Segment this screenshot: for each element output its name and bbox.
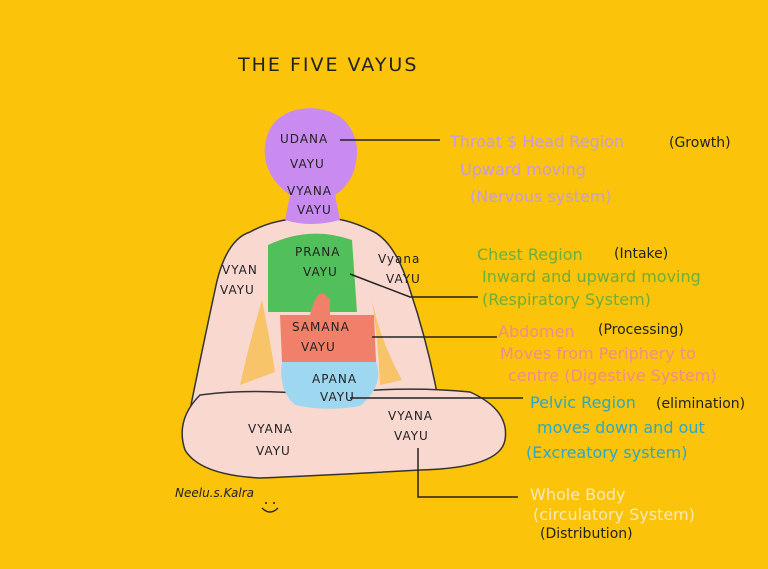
left-arm-gap — [240, 300, 275, 385]
artist-signature: Neelu.s.Kalra — [175, 486, 254, 500]
prana-desc-line3: (Respiratory System) — [482, 290, 651, 309]
apana-vayu-label: VAYU — [320, 390, 355, 404]
samana-desc-line3: centre (Digestive System) — [508, 366, 717, 385]
vyana-desc-tag: (Distribution) — [540, 526, 633, 542]
vyana-desc-line1: Whole Body — [530, 485, 626, 504]
udana-region — [264, 108, 358, 224]
prana-desc-line2: Inward and upward moving — [482, 267, 701, 286]
udana-label: UDANA — [280, 132, 329, 146]
apana-desc-line1: Pelvic Region — [530, 393, 636, 412]
vyana-right-leg-vayu-label: VAYU — [394, 429, 429, 443]
udana-desc-line2: Upward moving — [460, 160, 586, 179]
vyana-right-arm-label: Vyana — [378, 252, 421, 266]
vyana-left-leg-label: VYANA — [248, 422, 294, 436]
udana-vayu-label: VAYU — [290, 157, 325, 171]
prana-region — [268, 233, 357, 312]
apana-label: APANA — [312, 372, 358, 386]
udana-desc-tag: (Growth) — [669, 135, 731, 151]
samana-vayu-label: VAYU — [301, 340, 336, 354]
apana-desc-line2: moves down and out — [537, 418, 705, 437]
samana-label: SAMANA — [292, 320, 350, 334]
apana-desc-line3: (Excreatory system) — [526, 443, 688, 462]
samana-desc-line1: Abdomen — [498, 322, 575, 341]
samana-desc-tag: (Processing) — [598, 322, 684, 338]
vyana-neck-label: VYANA — [287, 184, 333, 198]
prana-label: PRANA — [295, 245, 341, 259]
vyana-right-arm-vayu-label: VAYU — [386, 272, 421, 286]
vyana-neck-vayu-label: VAYU — [297, 203, 332, 217]
vyana-left-arm-vayu-label: VAYU — [220, 283, 255, 297]
vyana-desc-line2: (circulatory System) — [533, 505, 695, 524]
prana-vayu-label: VAYU — [303, 265, 338, 279]
connector-lines — [340, 139, 523, 498]
apana-region — [281, 362, 379, 409]
right-arm-gap — [372, 300, 402, 385]
prana-desc-tag: (Intake) — [614, 246, 669, 262]
vyana-left-arm-label: VYAN — [222, 263, 258, 277]
page-title: THE FIVE VAYUS — [238, 54, 419, 76]
samana-region — [280, 293, 376, 362]
vyana-right-leg-label: VYANA — [388, 409, 434, 423]
prana-desc-line1: Chest Region — [477, 245, 583, 264]
udana-desc-line3: (Nervous system) — [470, 187, 612, 206]
samana-desc-line2: Moves from Periphery to — [500, 344, 696, 363]
udana-desc-line1: Throat $ Head Region — [450, 132, 625, 151]
apana-desc-tag: (elimination) — [656, 396, 746, 412]
vyana-left-leg-vayu-label: VAYU — [256, 444, 291, 458]
smiley-icon — [261, 507, 279, 513]
